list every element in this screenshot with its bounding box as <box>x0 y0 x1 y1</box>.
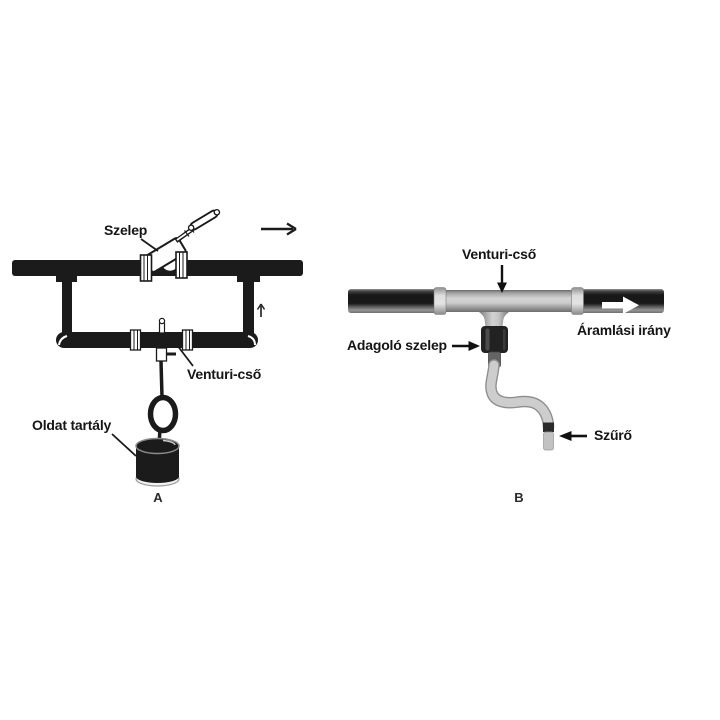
supply-pipe-left <box>348 289 439 313</box>
bypass-pipe-left <box>62 275 72 337</box>
panel-a-caption: A <box>153 490 163 505</box>
solution-tank <box>135 437 180 487</box>
dosing-valve-label: Adagoló szelep <box>347 337 447 353</box>
pipe-coupling-left <box>433 287 447 315</box>
venturi-label-a: Venturi-cső <box>187 366 262 382</box>
venturi-pointer-line <box>176 344 194 367</box>
bypass-pipe-lower <box>56 332 258 348</box>
filter-tip <box>543 431 554 451</box>
tank-label: Oldat tartály <box>32 417 112 433</box>
dosing-valve-body <box>481 326 508 353</box>
suction-hose <box>486 360 553 432</box>
valve-assembly <box>139 208 221 282</box>
flow-arrow-top-icon <box>261 222 297 236</box>
venturi-label-b: Venturi-cső <box>462 246 537 262</box>
supply-pipe-right <box>579 289 664 313</box>
pipe-coupling-right <box>571 287 584 315</box>
lower-pipe-couplings <box>129 329 194 351</box>
panel-b-caption: B <box>514 490 524 505</box>
flow-direction-arrow-icon <box>602 296 639 314</box>
valve-pointer-line <box>140 238 159 252</box>
elbow-highlight-right <box>247 335 256 346</box>
filter-band <box>543 422 554 432</box>
tank-pointer-line <box>111 433 137 457</box>
filter-label-arrow-icon <box>559 431 587 441</box>
bypass-pipe-right <box>243 275 254 337</box>
tube-coil <box>147 394 179 434</box>
venturi-section <box>440 290 578 312</box>
flow-arrow-up-icon <box>256 303 266 317</box>
venturi-label-arrow-icon <box>497 265 507 293</box>
valve-label: Szelep <box>104 222 148 238</box>
elbow-highlight-left <box>58 335 68 346</box>
tee-stem <box>479 312 509 328</box>
dosing-valve-label-arrow-icon <box>452 341 480 351</box>
valve-handle <box>187 208 221 232</box>
suction-hose-outline <box>485 359 555 433</box>
suction-tube-upper <box>159 360 164 398</box>
filter-label: Szűrő <box>594 427 632 443</box>
flow-direction-label: Áramlási irány <box>577 322 671 338</box>
